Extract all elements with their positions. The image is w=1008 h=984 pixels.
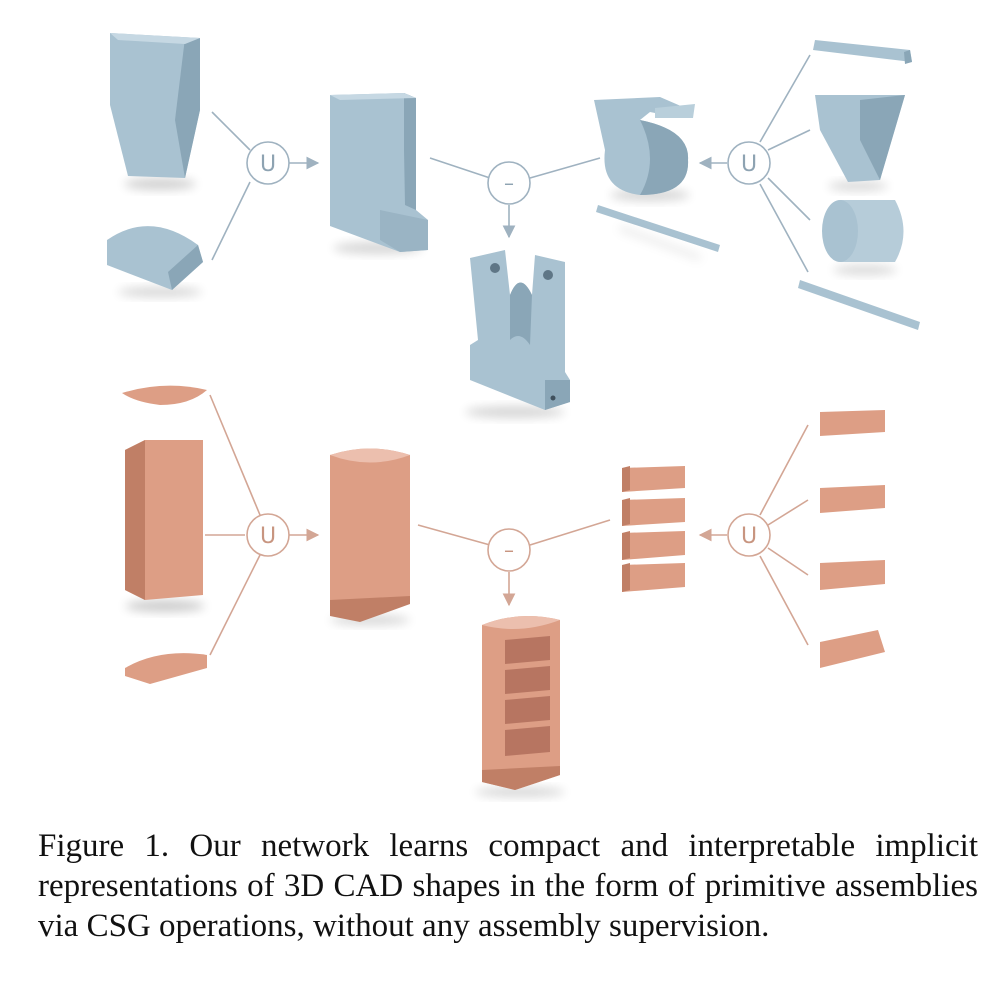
svg-text:–: – — [504, 538, 514, 562]
blue-union-result-shape — [330, 93, 428, 254]
orange-union-result-shape — [330, 448, 410, 625]
blue-right-union-result-shape — [594, 97, 720, 260]
orange-row: U – U — [122, 385, 885, 797]
csg-figure: U – U — [107, 33, 920, 797]
blue-primitive-thin-bar-bottom — [798, 280, 920, 330]
blue-row: U – U — [107, 33, 920, 418]
orange-final-bookshelf-shape — [475, 616, 565, 797]
blue-union-operator-2: U — [727, 141, 771, 185]
svg-text:U: U — [741, 524, 757, 549]
blue-primitive-cylinder — [822, 200, 904, 275]
orange-primitive-curved-cap — [122, 385, 207, 405]
orange-primitive-shelf-4 — [820, 630, 885, 668]
figure-caption: Figure 1. Our network learns compact and… — [38, 828, 978, 944]
orange-connector-lines — [205, 394, 809, 656]
orange-union-operator-2: U — [727, 513, 771, 557]
blue-primitive-tapered-block — [110, 33, 200, 190]
svg-text:U: U — [741, 152, 757, 177]
blue-primitive-half-cylinder — [107, 226, 203, 297]
orange-right-stacked-shelves — [622, 466, 685, 592]
orange-primitive-shelf-2 — [820, 485, 885, 513]
blue-primitive-wedge — [815, 95, 905, 191]
blue-connector-lines — [211, 54, 811, 273]
orange-union-operator-1: U — [246, 513, 290, 557]
orange-primitive-tall-slab — [125, 440, 205, 612]
orange-primitive-base-plate — [125, 653, 207, 684]
blue-union-operator-1: U — [246, 141, 290, 185]
orange-primitive-shelf-3 — [820, 560, 885, 590]
orange-difference-operator: – — [487, 528, 531, 572]
blue-difference-operator: – — [487, 161, 531, 205]
svg-text:U: U — [260, 524, 276, 549]
svg-text:U: U — [260, 152, 276, 177]
blue-primitive-thin-bar-top — [813, 40, 912, 64]
orange-primitive-shelf-1 — [820, 410, 885, 436]
svg-text:–: – — [504, 171, 514, 195]
blue-final-bracket-shape — [465, 250, 570, 418]
